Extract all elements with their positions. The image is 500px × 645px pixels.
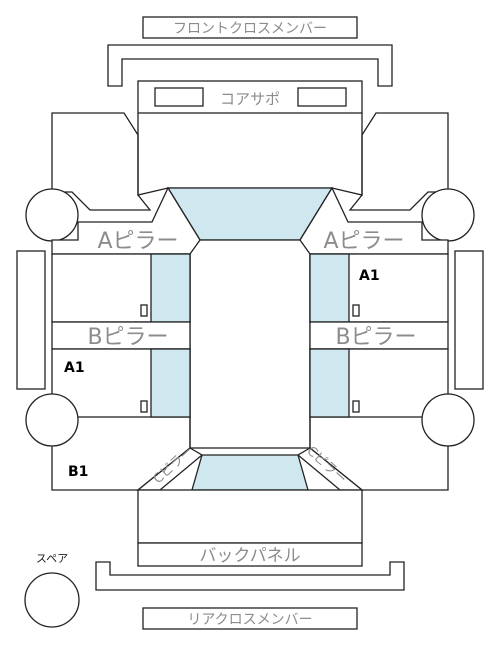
- right-headlight[interactable]: [297, 87, 347, 107]
- front-cross-member-label: フロントクロスメンバー: [173, 21, 327, 37]
- left-front-door[interactable]: [51, 253, 191, 323]
- right-front-door[interactable]: A1: [309, 253, 449, 323]
- hood[interactable]: [137, 113, 363, 196]
- right-front-wheel[interactable]: [421, 188, 475, 242]
- right-rear-window[interactable]: [309, 348, 350, 418]
- left-rear-door[interactable]: A1: [51, 348, 191, 418]
- right-rear-door[interactable]: [309, 348, 449, 418]
- damage-code-left-rear-quarter: B1: [68, 464, 88, 480]
- back-panel-label: バックパネル: [199, 546, 300, 566]
- right-rear-wheel[interactable]: [421, 393, 475, 447]
- left-rear-wheel[interactable]: [25, 393, 79, 447]
- c-pillar-left[interactable]: Cピラー: [136, 444, 204, 491]
- left-rear-window[interactable]: [150, 348, 191, 418]
- rear-window[interactable]: [191, 454, 309, 491]
- a-pillar-right[interactable]: Aピラー: [299, 186, 449, 255]
- left-front-window[interactable]: [150, 253, 191, 323]
- front-bumper[interactable]: [107, 44, 393, 87]
- right-front-handle[interactable]: [352, 304, 360, 317]
- spare-wheel[interactable]: [24, 572, 80, 628]
- a-pillar-left-label: Aピラー: [97, 229, 178, 254]
- spare-tire[interactable]: スペア: [24, 552, 80, 628]
- left-rear-handle[interactable]: [140, 400, 148, 413]
- roof[interactable]: [189, 239, 311, 449]
- left-headlight[interactable]: [154, 87, 204, 107]
- damage-code-left-rear: A1: [64, 360, 85, 376]
- rear-cross-member[interactable]: リアクロスメンバー: [142, 607, 358, 630]
- right-rear-handle[interactable]: [352, 400, 360, 413]
- rear-cross-member-label: リアクロスメンバー: [187, 612, 312, 628]
- right-rocker[interactable]: [454, 250, 484, 390]
- trunk[interactable]: [137, 489, 363, 544]
- core-support-label: コアサポ: [220, 90, 280, 108]
- spare-label: スペア: [36, 552, 68, 565]
- left-front-wheel[interactable]: [25, 188, 79, 242]
- rear-bumper[interactable]: [95, 561, 405, 591]
- c-pillar-right[interactable]: Cピラー: [296, 444, 364, 491]
- b-pillar-right[interactable]: Bピラー: [309, 321, 449, 350]
- left-front-handle[interactable]: [140, 304, 148, 317]
- core-support[interactable]: コアサポ: [137, 80, 363, 114]
- b-pillar-right-label: Bピラー: [335, 325, 416, 350]
- a-pillar-right-label: Aピラー: [323, 229, 404, 254]
- right-front-window[interactable]: [309, 253, 350, 323]
- front-cross-member[interactable]: フロントクロスメンバー: [142, 16, 358, 39]
- b-pillar-left[interactable]: Bピラー: [51, 321, 191, 350]
- back-panel[interactable]: バックパネル: [137, 542, 363, 567]
- damage-code-right-front: A1: [359, 268, 380, 284]
- left-rocker[interactable]: [16, 250, 46, 390]
- b-pillar-left-label: Bピラー: [87, 325, 168, 350]
